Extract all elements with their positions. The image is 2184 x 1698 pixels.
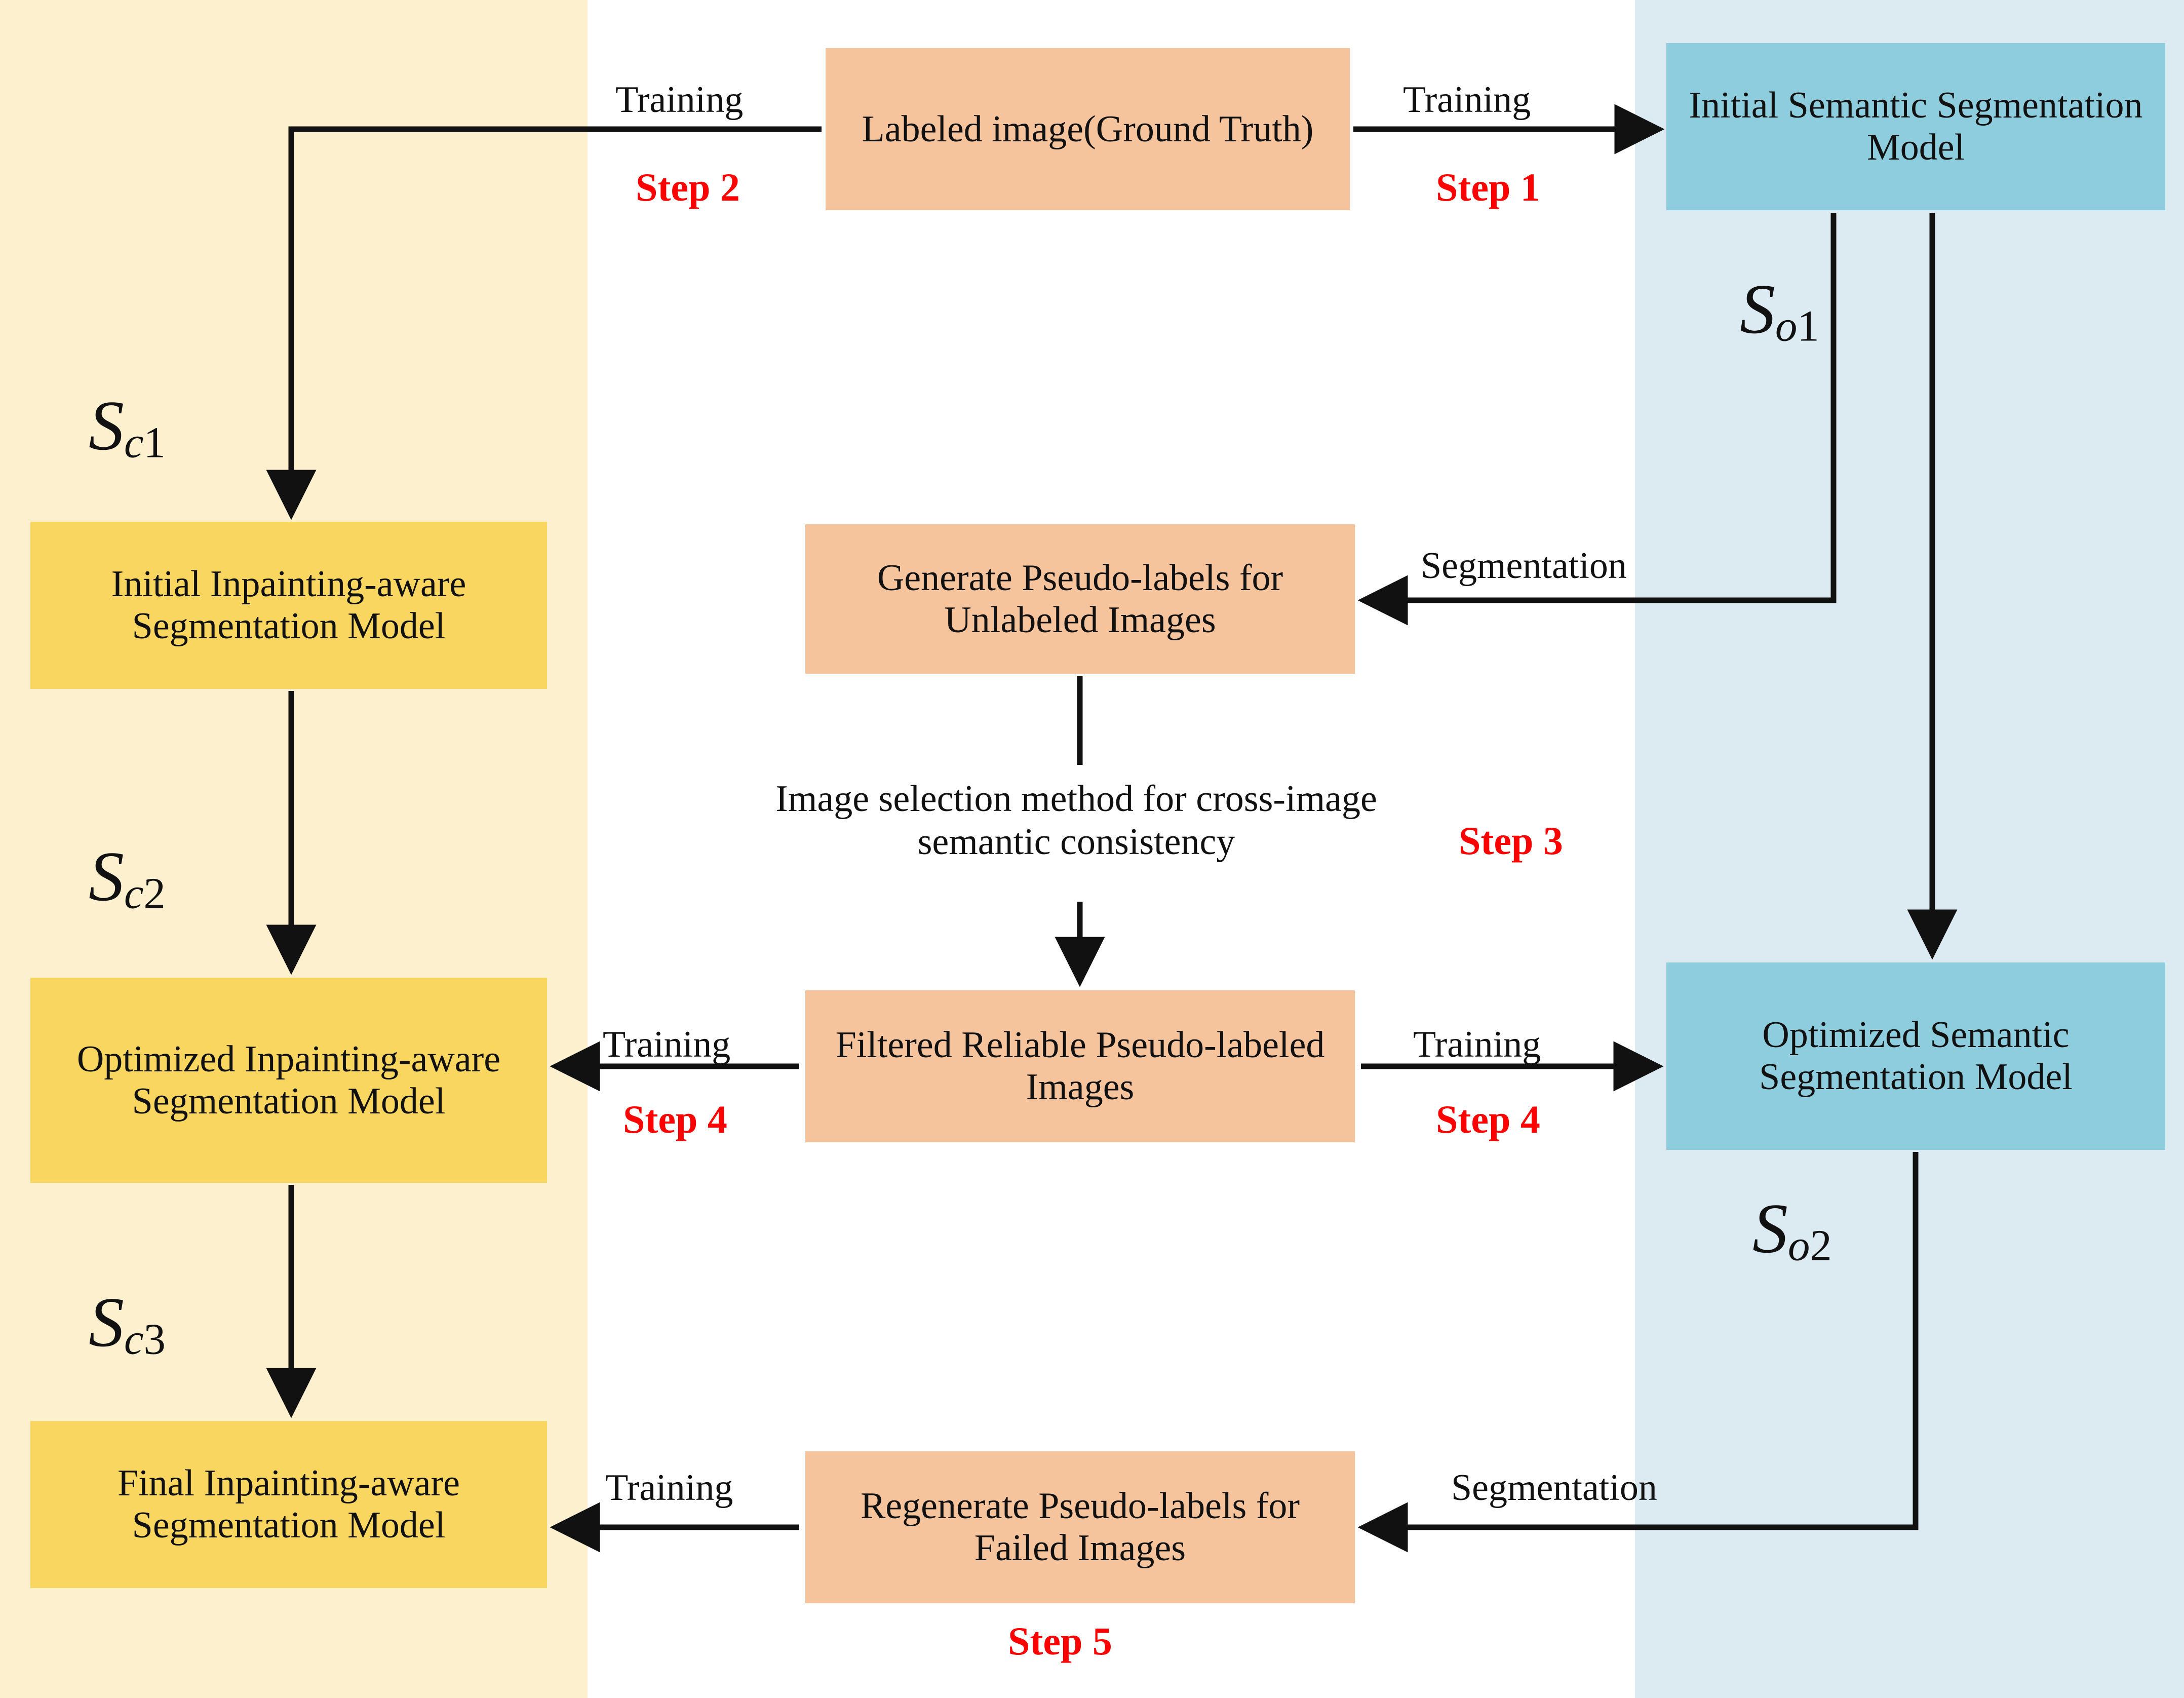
edge-label-segmentation-top: Segmentation	[1421, 545, 1627, 587]
box-initial-semantic-segmentation-model[interactable]: Initial Semantic Segmentation Model	[1666, 43, 2165, 210]
edge-label-training-step4-right: Training	[1413, 1024, 1541, 1065]
step-label-5: Step 5	[1008, 1619, 1112, 1663]
box-labeled-image-ground-truth[interactable]: Labeled image(Ground Truth)	[826, 48, 1350, 210]
box-initial-inpainting-aware-segmentation-model[interactable]: Initial Inpainting-aware Segmentation Mo…	[30, 522, 547, 689]
symbol-sc1: Sc1	[89, 387, 166, 467]
edge-step2-training	[266, 126, 822, 520]
edge-segmentation-1	[1357, 213, 1837, 626]
box-filtered-reliable-pseudo-labeled-images[interactable]: Filtered Reliable Pseudo-labeled Images	[805, 990, 1355, 1142]
symbol-so2: So2	[1752, 1189, 1832, 1270]
step-label-2: Step 2	[636, 165, 740, 209]
box-regenerate-pseudo-labels-for-failed-images[interactable]: Regenerate Pseudo-labels for Failed Imag…	[805, 1451, 1355, 1603]
box-optimized-semantic-segmentation-model[interactable]: Optimized Semantic Segmentation Model	[1666, 962, 2165, 1150]
edge-segmentation-2	[1357, 1152, 1919, 1553]
box-optimized-inpainting-aware-segmentation-model[interactable]: Optimized Inpainting-aware Segmentation …	[30, 978, 547, 1183]
step-label-4-right: Step 4	[1436, 1097, 1540, 1141]
edge-label-training-step5: Training	[605, 1467, 733, 1509]
edge-label-training-step2: Training	[615, 79, 744, 121]
step-label-1: Step 1	[1436, 165, 1540, 209]
right-semantic-branch-panel	[1635, 0, 2184, 1698]
edge-label-training-step4-left: Training	[603, 1024, 731, 1065]
symbol-sc2: Sc2	[89, 837, 166, 918]
box-generate-pseudo-labels-for-unlabeled-images[interactable]: Generate Pseudo-labels for Unlabeled Ima…	[805, 524, 1355, 674]
step-label-3: Step 3	[1459, 819, 1563, 863]
symbol-sc3: Sc3	[89, 1283, 166, 1364]
symbol-so1: So1	[1740, 270, 1819, 351]
step-label-4-left: Step 4	[623, 1097, 727, 1141]
edge-label-training-step1: Training	[1403, 79, 1531, 121]
box-final-inpainting-aware-segmentation-model[interactable]: Final Inpainting-aware Segmentation Mode…	[30, 1421, 547, 1588]
edge-label-cross-image-selection: Image selection method for cross-image s…	[775, 778, 1377, 863]
edge-label-segmentation-bottom: Segmentation	[1451, 1467, 1657, 1509]
